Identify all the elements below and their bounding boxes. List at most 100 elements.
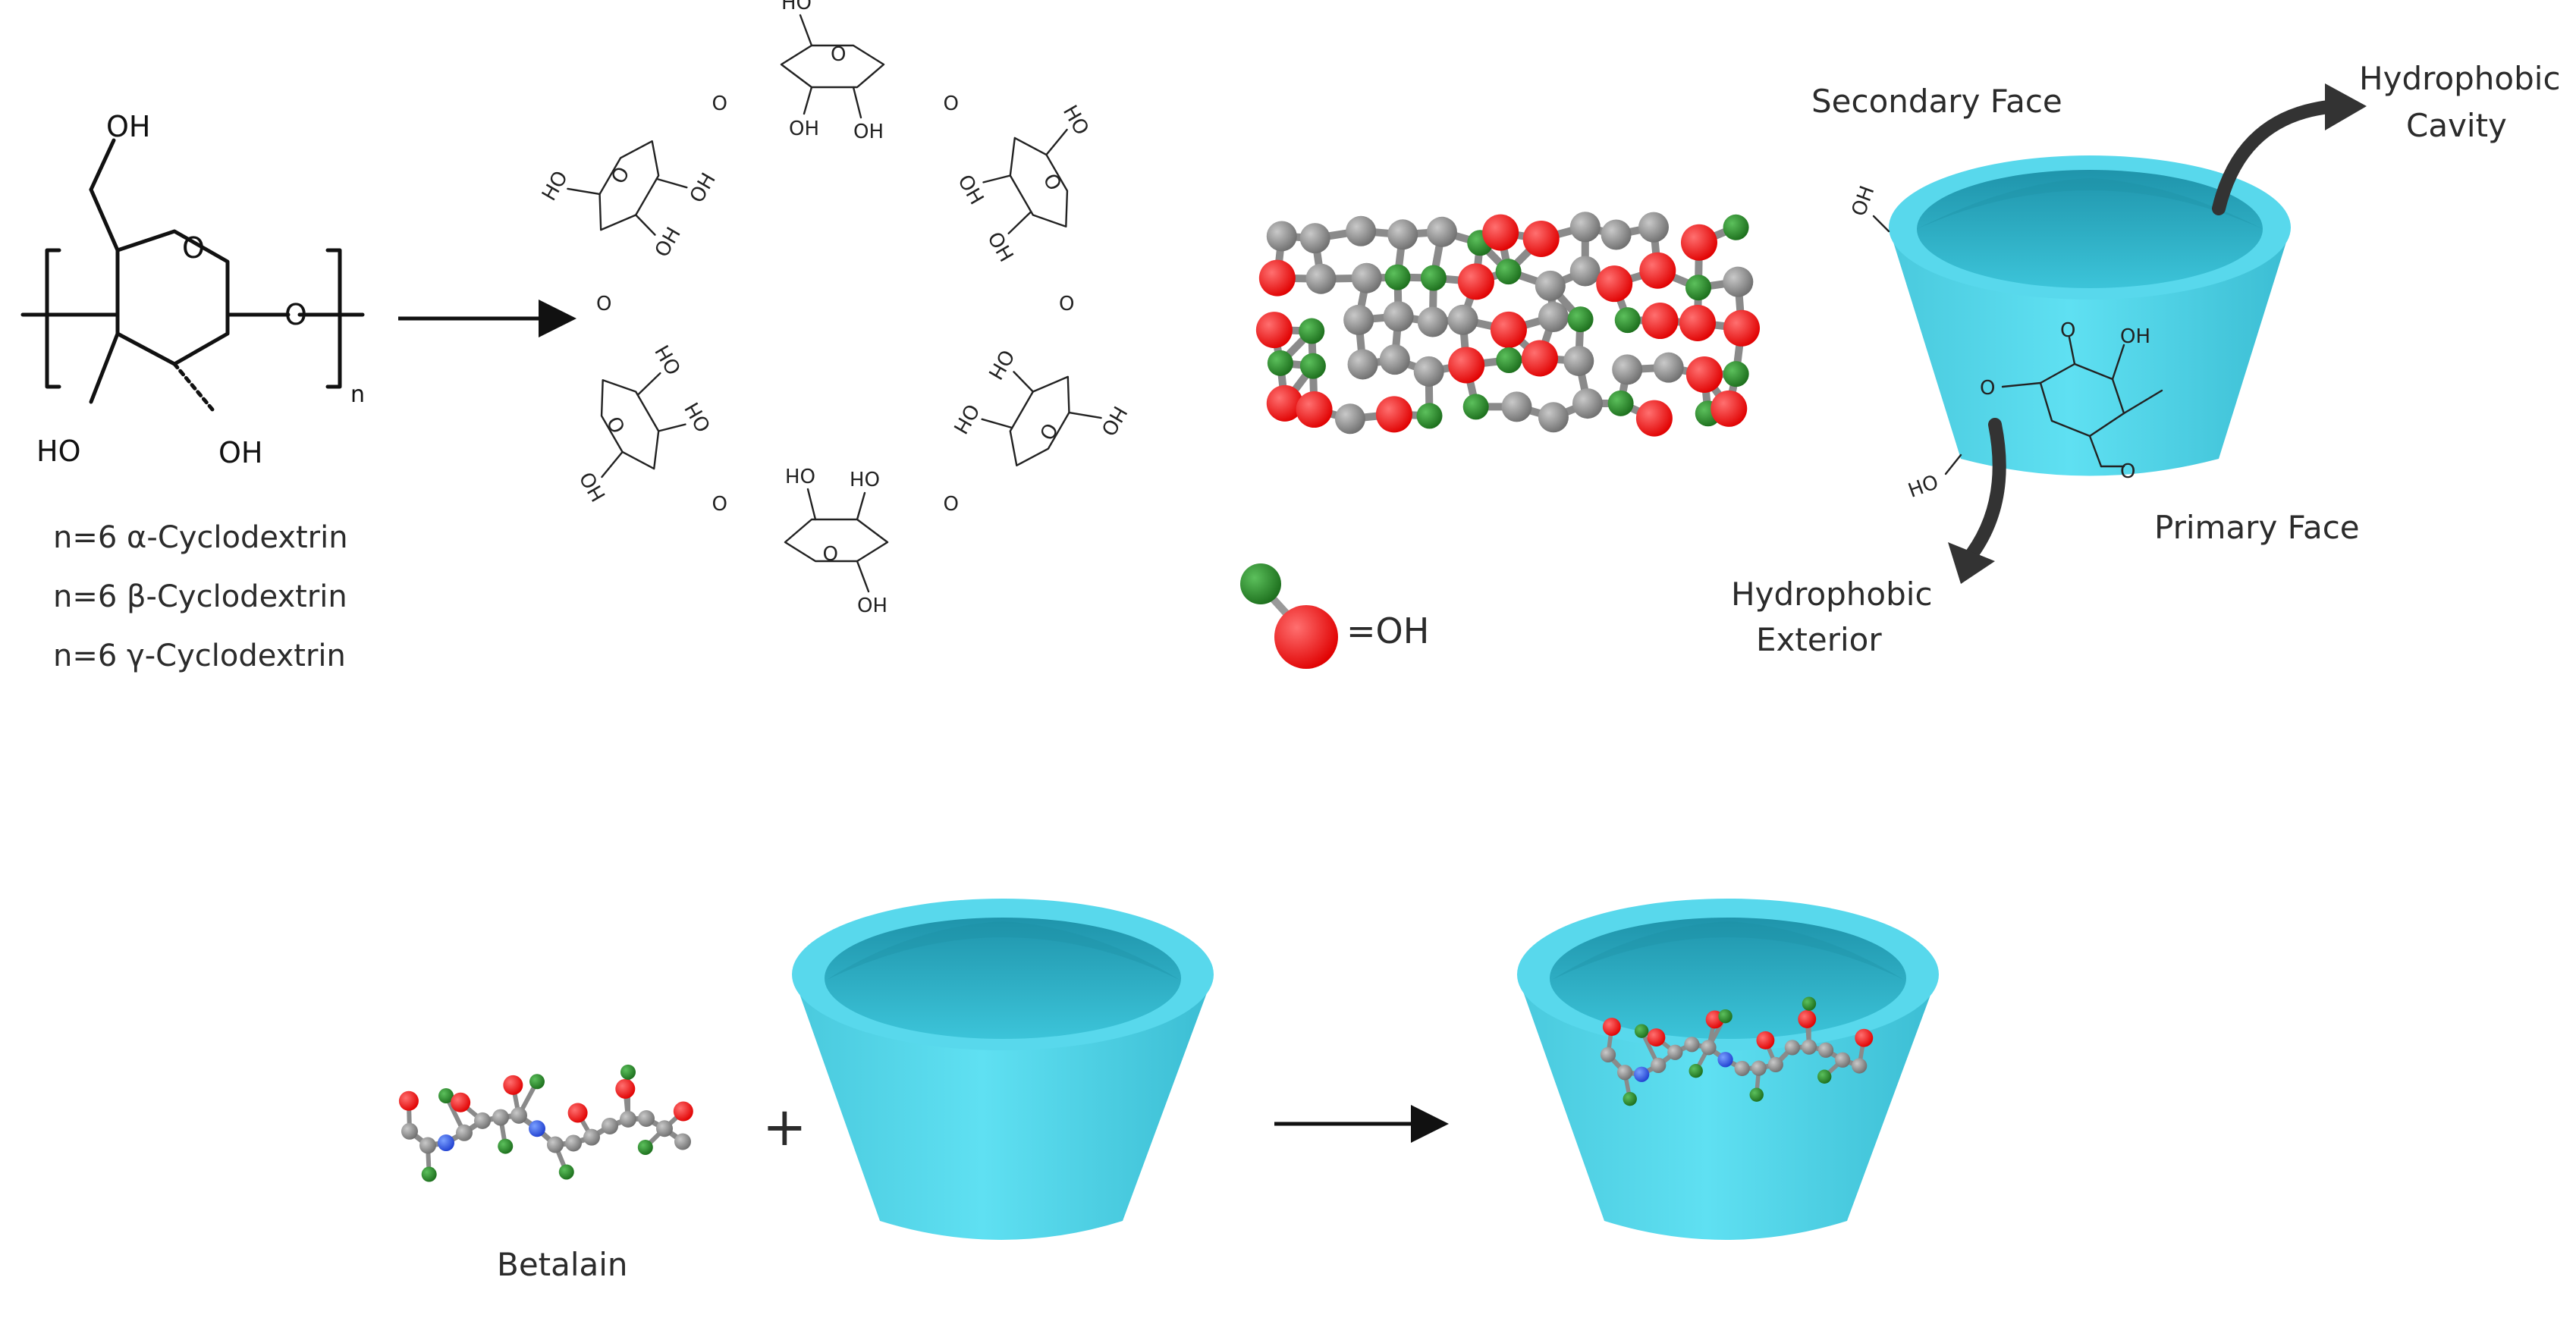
oxygen-atom [503,1075,523,1095]
hydrogen-atom [558,1164,574,1180]
hydrogen-atom [1817,1069,1832,1084]
hydrogen-atom [620,1064,636,1080]
ring-oxygen: O [1038,170,1066,195]
carbon-atom [1447,304,1478,335]
hydrogen-atom [438,1088,454,1104]
exterior-label-line1: Hydrophobic [1731,576,1933,613]
hydrogen-atom [1723,361,1749,388]
hydrogen-atom [1299,353,1326,379]
carbon-atom [1346,215,1377,246]
carbon-atom [1684,1037,1700,1053]
carbon-atom [638,1109,655,1127]
carbon-atom [1351,262,1382,293]
ring-oxygen: O [831,43,846,66]
oxygen-atom [1375,396,1412,433]
oh-legend: =OH [1240,563,1429,669]
carbon-atom [674,1133,691,1150]
cone-sketch-o-left: O [1980,377,1995,400]
oxygen-atom [1639,252,1676,289]
carbon-atom [602,1117,618,1134]
hydrogen-atom [1495,259,1522,285]
cone-glucose-sketch: O O OH O [1980,319,2163,483]
hydrogen-atom [1685,275,1712,301]
carbon-atom [1343,304,1374,335]
oxygen-atom [1602,1018,1621,1037]
cavity-arrow [2212,99,2343,215]
cone-sketch-oh: OH [2120,325,2150,348]
oxygen-atom [1490,311,1527,348]
ring-hydroxyl: OH [850,466,880,489]
oxygen-atom [451,1092,471,1112]
glucose-monomer-structure: OH O O HO OH n [20,110,365,469]
carbon-atom [1701,1040,1717,1056]
carbon-atom [1266,221,1297,252]
glycosidic-oxygen: O [944,493,959,516]
carbon-atom [1572,388,1603,419]
cone-sketch-o-top: O [2060,319,2075,342]
oxygen-atom [615,1078,636,1099]
carbon-atom [456,1124,473,1141]
hydrogen-atom [1718,1009,1733,1024]
glycosidic-oxygen: O [944,93,959,115]
carbon-atom [1569,256,1601,287]
oxygen-atom [1685,356,1723,393]
oxygen-atom [1635,400,1673,437]
carbon-atom [1651,1057,1667,1074]
oxygen-atom [1647,1028,1666,1047]
ring-oxygen: O [607,163,634,188]
oxygen-atom [1798,1009,1817,1028]
ring-hydroxyl: HO [538,167,573,205]
cd-type-alpha: n=6 α-Cyclodextrin [53,520,348,555]
monomer-subscript-n: n [350,381,365,408]
hydrogen-atom [1416,403,1443,429]
ring-hydroxyl: OH [651,224,686,262]
ring-oxygen: O [1034,419,1061,444]
cavity-label-line2: Cavity [2406,107,2507,144]
carbon-atom [547,1136,564,1153]
hydrogen-atom [1623,1091,1637,1106]
carbon-atom [1305,263,1337,294]
oxygen-atom [1723,309,1761,347]
cone-base-ho: HO [1905,471,1942,503]
carbon-atom [1723,266,1754,297]
oxygen-atom [1711,390,1748,427]
oxygen-atom [1482,214,1519,251]
carbon-atom [583,1128,600,1146]
hydrogen-atom [1749,1087,1764,1102]
carbon-atom [1852,1058,1868,1074]
carbon-atom [1563,345,1594,376]
oxygen-atom [1596,265,1633,303]
oxygen-atom [673,1101,693,1122]
oxygen-atom [1448,347,1485,384]
carbon-atom [1299,223,1330,254]
carbon-atom [1801,1039,1817,1055]
carbon-atom [620,1110,636,1128]
ring-hydroxyl: OH [681,398,716,436]
carbon-atom [1601,219,1632,250]
carbon-atom [1817,1042,1834,1058]
carbon-atom [419,1137,436,1154]
legend-hydrogen-sphere [1240,563,1281,604]
ring-oxygen: O [603,412,630,437]
carbon-atom [1767,1056,1783,1073]
hydrogen-atom [1384,264,1411,290]
secondary-face-label: Secondary Face [1811,83,2062,120]
oxygen-atom [1266,384,1303,422]
hydrogen-atom [529,1074,545,1090]
carbon-atom [1538,402,1569,433]
carbon-atom [401,1122,418,1140]
ring-hydroxyl: OH [948,400,983,438]
carbon-atom [1734,1060,1750,1077]
plus-sign: + [762,1096,807,1158]
oxygen-atom [1296,391,1333,428]
carbon-atom [492,1109,509,1126]
oxygen-atom [1855,1028,1874,1047]
carbon-atom [510,1106,527,1124]
carbon-atom [1538,302,1569,333]
hydrogen-atom [1607,390,1634,416]
carbon-atom [1379,344,1410,375]
primary-face-label: Primary Face [2154,509,2360,546]
oxygen-atom [398,1090,419,1111]
